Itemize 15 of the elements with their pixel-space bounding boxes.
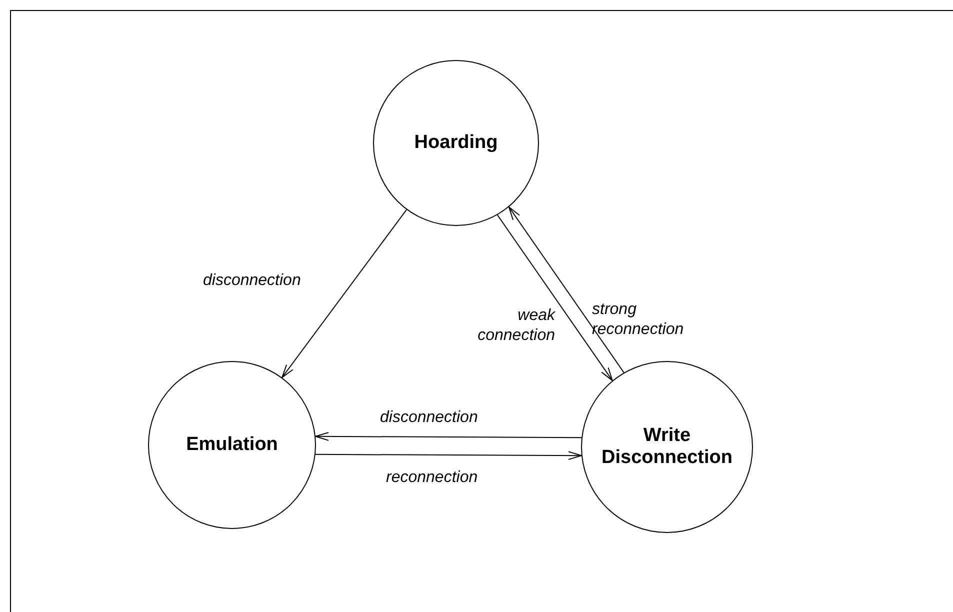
state-name: Write Disconnection	[600, 425, 734, 469]
transition-arrow	[314, 451, 582, 460]
state-circle	[373, 60, 539, 226]
state-name: Hoarding	[414, 132, 498, 154]
transition-arrow	[496, 214, 613, 382]
transition-arrow	[315, 432, 582, 441]
state-circle	[148, 361, 316, 529]
transition-arrow	[282, 209, 408, 378]
edge-label: weak connection	[476, 306, 555, 346]
state-name: Emulation	[186, 434, 278, 456]
edge-label: disconnection	[203, 271, 301, 291]
transition-arrow	[508, 206, 624, 374]
edge-label: reconnection	[386, 468, 478, 488]
edge-label: disconnection	[380, 408, 478, 428]
state-circle	[581, 361, 753, 533]
